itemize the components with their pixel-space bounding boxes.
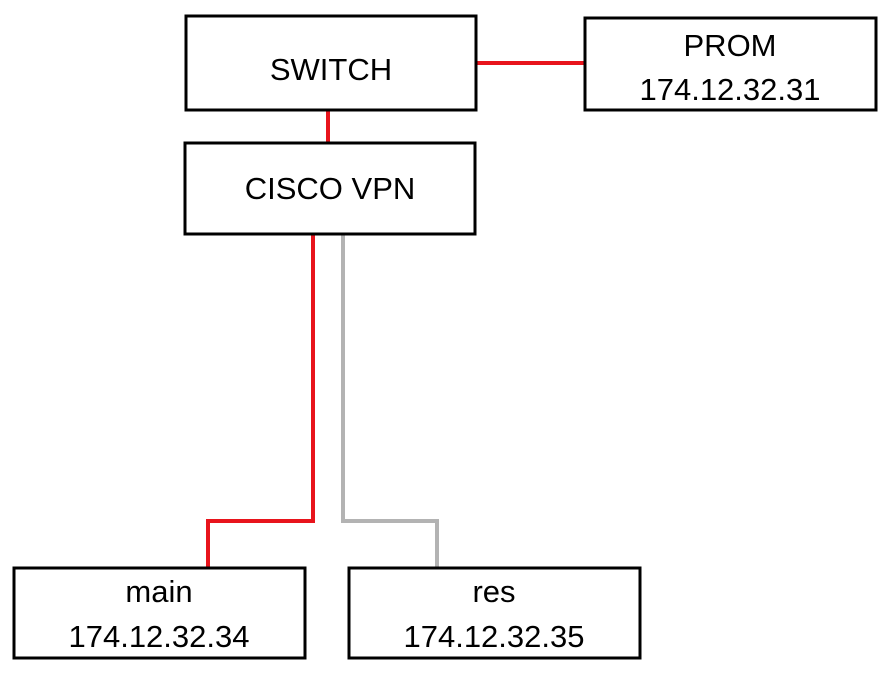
prom-box xyxy=(583,16,878,112)
prom-node: PROM 174.12.32.31 xyxy=(583,16,878,112)
switch-box xyxy=(184,14,478,112)
main-box xyxy=(12,566,307,660)
switch-label: SWITCH xyxy=(270,52,392,87)
res-label: res xyxy=(472,574,515,609)
prom-ip: 174.12.32.31 xyxy=(639,72,820,107)
res-ip: 174.12.32.35 xyxy=(403,619,584,654)
res-box xyxy=(347,566,642,660)
switch-node: SWITCH xyxy=(184,14,478,112)
res-node: res 174.12.32.35 xyxy=(347,566,642,660)
prom-label: PROM xyxy=(684,28,777,63)
main-label: main xyxy=(125,574,192,609)
cisco-vpn-node: CISCO VPN xyxy=(183,141,477,236)
main-ip: 174.12.32.34 xyxy=(68,619,249,654)
links xyxy=(206,61,585,568)
link-cisco-vpn-res xyxy=(341,234,439,568)
cisco-vpn-label: CISCO VPN xyxy=(245,171,416,206)
main-node: main 174.12.32.34 xyxy=(12,566,307,660)
cisco-vpn-box xyxy=(183,141,477,236)
link-cisco-vpn-main xyxy=(206,234,315,568)
